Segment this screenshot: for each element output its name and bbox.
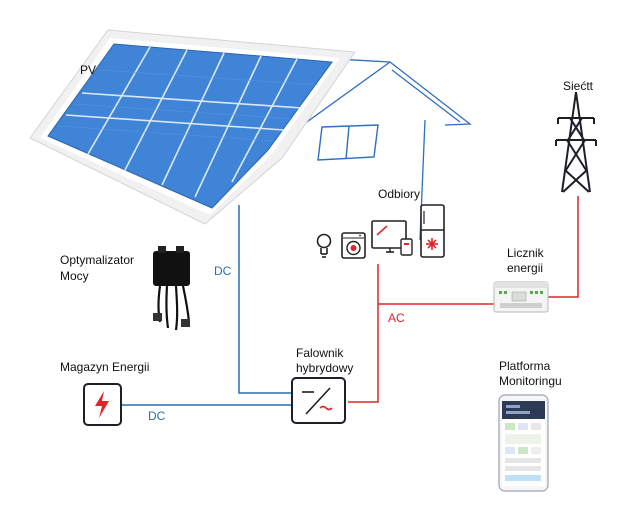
power-tower-icon bbox=[555, 91, 597, 193]
washing-machine-icon bbox=[341, 232, 366, 259]
phone-app-icon bbox=[498, 394, 549, 492]
inverter-icon bbox=[291, 377, 346, 424]
window-icon bbox=[317, 124, 379, 161]
platform-label-line1: Platforma bbox=[499, 359, 551, 373]
pv-label: PV bbox=[80, 63, 97, 77]
ac-label: AC bbox=[388, 311, 405, 325]
solar-panel-icon bbox=[29, 29, 356, 225]
platform-label-line2: Monitoringu bbox=[499, 374, 562, 388]
energy-meter-icon bbox=[493, 281, 549, 313]
dc-connections bbox=[122, 205, 292, 406]
meter-label-line1: Licznik bbox=[507, 246, 544, 260]
dc-storage-label: DC bbox=[148, 409, 166, 423]
meter-label-line2: energii bbox=[507, 261, 544, 275]
optimizer-label-line1: Optymalizator bbox=[60, 253, 135, 267]
monitor-icon bbox=[371, 220, 413, 256]
inverter-label-line2: hybrydowy bbox=[296, 361, 354, 375]
fridge-icon bbox=[420, 204, 445, 258]
dc-optimizer-label: DC bbox=[214, 264, 232, 278]
battery-icon bbox=[83, 383, 122, 426]
optimizer-icon bbox=[153, 246, 191, 331]
inverter-label-line1: Falownik bbox=[296, 346, 344, 360]
ac-connections bbox=[348, 196, 579, 403]
loads-label: Odbiory bbox=[378, 187, 421, 201]
bulb-icon bbox=[316, 233, 332, 258]
optimizer-label-line2: Mocy bbox=[60, 269, 89, 283]
grid-label: Siećtt bbox=[563, 79, 594, 93]
storage-label: Magazyn Energii bbox=[60, 360, 150, 374]
